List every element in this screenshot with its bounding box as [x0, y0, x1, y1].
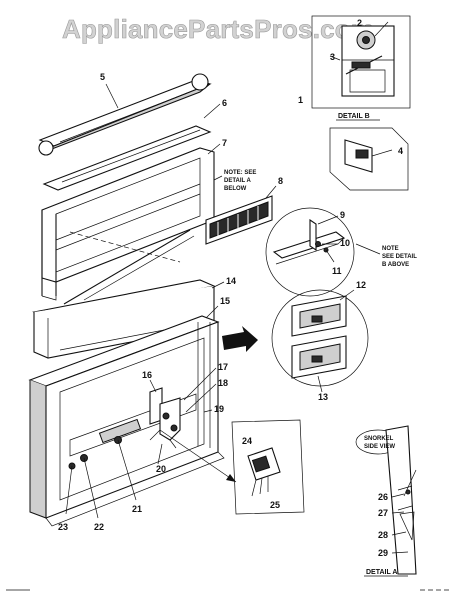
callout-22: 22	[94, 522, 104, 532]
note-b-line2: SEE DETAIL	[382, 254, 417, 260]
note-a-line1: NOTE: SEE	[224, 170, 256, 176]
top-rail	[38, 73, 212, 156]
callout-26: 26	[378, 492, 388, 502]
callout-2: 2	[357, 18, 362, 28]
callout-6: 6	[222, 98, 227, 108]
upper-panel	[42, 125, 212, 191]
callout-18: 18	[218, 378, 228, 388]
note-a-line3: BELOW	[224, 186, 247, 192]
callout-19: 19	[214, 404, 224, 414]
callout-28: 28	[378, 530, 388, 540]
watermark-text: AppliancePartsPros.com	[62, 14, 374, 44]
callout-11: 11	[332, 266, 342, 276]
inner-parts	[69, 387, 197, 457]
snorkel-line1: SNORKEL	[364, 436, 394, 442]
callout-20: 20	[156, 464, 166, 474]
note-b-line1: NOTE	[382, 246, 399, 252]
callout-9: 9	[340, 210, 345, 220]
callout-8: 8	[278, 176, 283, 186]
main-body	[28, 315, 225, 527]
callout-27: 27	[378, 508, 388, 518]
callout-1: 1	[298, 95, 303, 105]
part-24-25-box	[231, 419, 305, 515]
callout-23: 23	[58, 522, 68, 532]
grille	[205, 195, 273, 245]
filter-frame	[41, 147, 215, 301]
callout-5: 5	[100, 72, 105, 82]
note-b-line3: B ABOVE	[382, 262, 409, 268]
callout-24: 24	[242, 436, 252, 446]
callout-10: 10	[340, 238, 350, 248]
detail-a	[355, 425, 417, 575]
arrow-icon	[222, 326, 258, 352]
detail-a-label: DETAIL A	[366, 569, 397, 576]
callout-12: 12	[356, 280, 366, 290]
snorkel-line2: SIDE VIEW	[364, 444, 395, 450]
callout-25: 25	[270, 500, 280, 510]
callout-29: 29	[378, 548, 388, 558]
callout-21: 21	[132, 504, 142, 514]
callout-17: 17	[218, 362, 228, 372]
callout-16: 16	[142, 370, 152, 380]
callout-7: 7	[222, 138, 227, 148]
detail-12-13-circle	[271, 289, 369, 387]
callout-13: 13	[318, 392, 328, 402]
callout-4: 4	[398, 146, 403, 156]
callout-14: 14	[226, 276, 236, 286]
callout-15: 15	[220, 296, 230, 306]
note-a-line2: DETAIL A	[224, 178, 252, 184]
detail-9-11-circle	[265, 207, 355, 297]
detail-b-box	[311, 15, 411, 109]
detail-b-label: DETAIL B	[338, 113, 370, 120]
part-4-detail	[329, 127, 409, 191]
callout-3: 3	[330, 52, 335, 62]
